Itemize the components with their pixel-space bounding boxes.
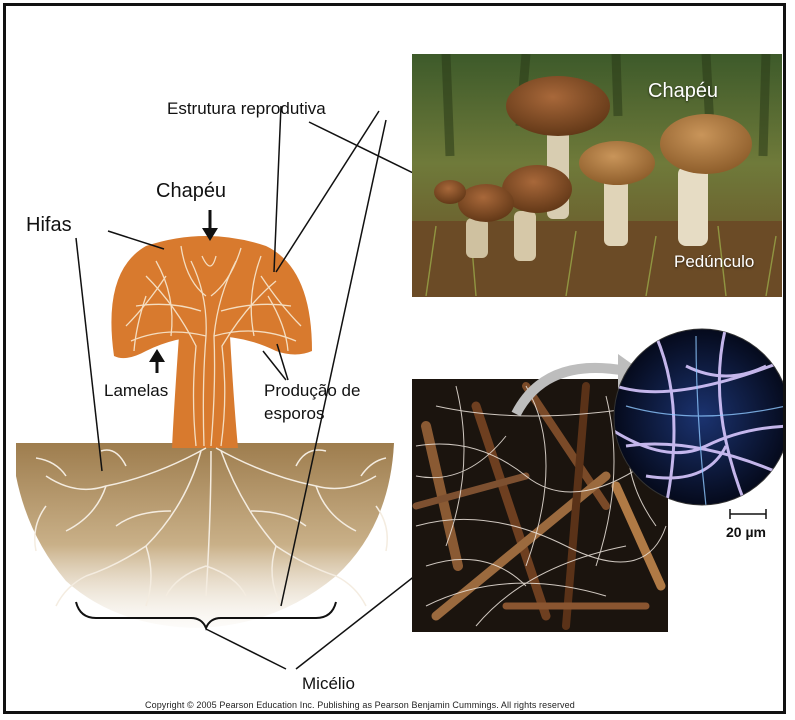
label-producao: Produção de <box>264 381 360 401</box>
label-chapeu-photo: Chapéu <box>648 80 718 103</box>
scale-bar <box>730 509 766 519</box>
label-esporos: esporos <box>264 404 324 424</box>
label-pedunculo: Pedúnculo <box>674 252 754 272</box>
label-chapeu-diagram: Chapéu <box>156 180 226 203</box>
copyright-notice: Copyright © 2005 Pearson Education Inc. … <box>145 700 575 710</box>
diagram-artwork <box>6 6 786 714</box>
label-micelio: Micélio <box>302 674 355 694</box>
label-hifas: Hifas <box>26 214 72 237</box>
label-scale: 20 µm <box>726 524 766 540</box>
label-lamelas: Lamelas <box>104 381 168 401</box>
soil-region <box>16 443 394 628</box>
figure-frame: Hifas Chapéu Estrutura reprodutiva Lamel… <box>3 3 786 714</box>
label-estrutura-reprodutiva: Estrutura reprodutiva <box>167 99 326 119</box>
